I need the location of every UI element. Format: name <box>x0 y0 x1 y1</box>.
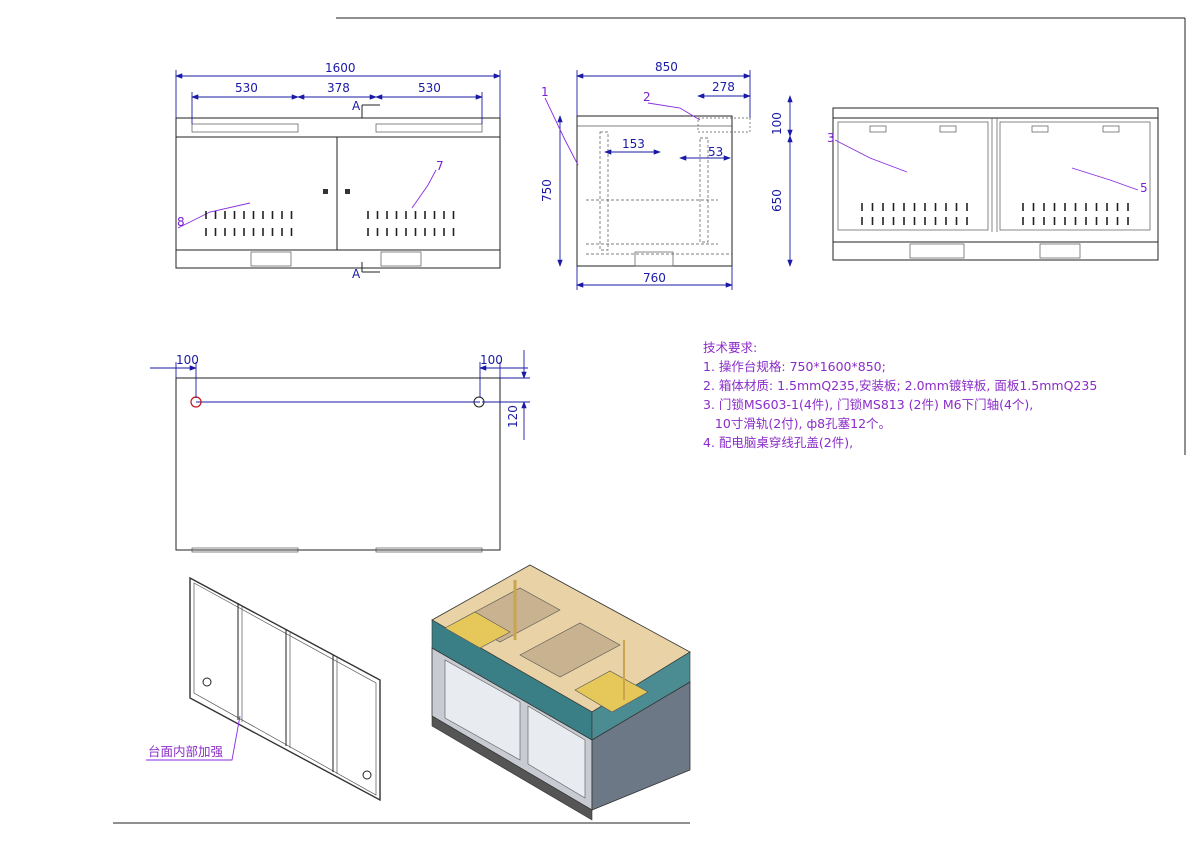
balloon-3: 3 <box>827 131 835 145</box>
note-line-1: 1. 操作台规格: 750*1600*850; <box>703 359 886 374</box>
top-plate-view <box>150 350 530 553</box>
note-line-2: 2. 箱体材质: 1.5mmQ235,安装板; 2.0mm镀锌板, 面板1.5m… <box>703 378 1098 393</box>
drawing-frame <box>113 17 1186 824</box>
plate-iso-view <box>146 576 381 802</box>
dim-side-53: 53 <box>708 145 723 159</box>
section-label-top: A <box>352 99 361 113</box>
technical-requirements: 技术要求: 1. 操作台规格: 750*1600*850; 2. 箱体材质: 1… <box>703 338 1123 452</box>
dim-plate-left-offset: 100 <box>176 353 199 367</box>
balloon-7: 7 <box>436 159 444 173</box>
note-line-3: 3. 门锁MS603-1(4件), 门锁MS813 (2件) M6下门轴(4个)… <box>703 397 1034 412</box>
dim-overall-width: 1600 <box>325 61 356 75</box>
dim-side-height-left: 750 <box>540 179 554 202</box>
front-view <box>175 70 501 273</box>
dim-left-span: 530 <box>235 81 258 95</box>
dim-side-sub-width: 278 <box>712 80 735 94</box>
note-line-4: 10寸滑轨(2付), ф8孔塞12个。 <box>703 416 892 431</box>
plate-reinforcement-label: 台面内部加强 <box>148 744 224 759</box>
side-view <box>544 70 793 290</box>
dim-plate-right-offset: 100 <box>480 353 503 367</box>
balloon-5: 5 <box>1140 181 1148 195</box>
notes-title: 技术要求: <box>703 340 758 355</box>
dim-side-height-right: 650 <box>770 189 784 212</box>
balloon-1: 1 <box>541 85 549 99</box>
section-label-bottom: A <box>352 267 361 281</box>
note-line-5: 4. 配电脑桌穿线孔盖(2件), <box>703 435 854 450</box>
dim-middle-span: 378 <box>327 81 350 95</box>
rear-view <box>832 107 1159 261</box>
cabinet-3d-view <box>431 564 691 821</box>
dim-side-top-thickness: 100 <box>770 112 784 135</box>
balloon-8: 8 <box>177 215 185 229</box>
dim-side-top-width: 850 <box>655 60 678 74</box>
dim-right-span: 530 <box>418 81 441 95</box>
dim-plate-hole-offset: 120 <box>506 405 520 428</box>
dim-side-bottom-width: 760 <box>643 271 666 285</box>
balloon-2: 2 <box>643 90 651 104</box>
dim-side-153: 153 <box>622 137 645 151</box>
vent-slots <box>205 203 1129 236</box>
